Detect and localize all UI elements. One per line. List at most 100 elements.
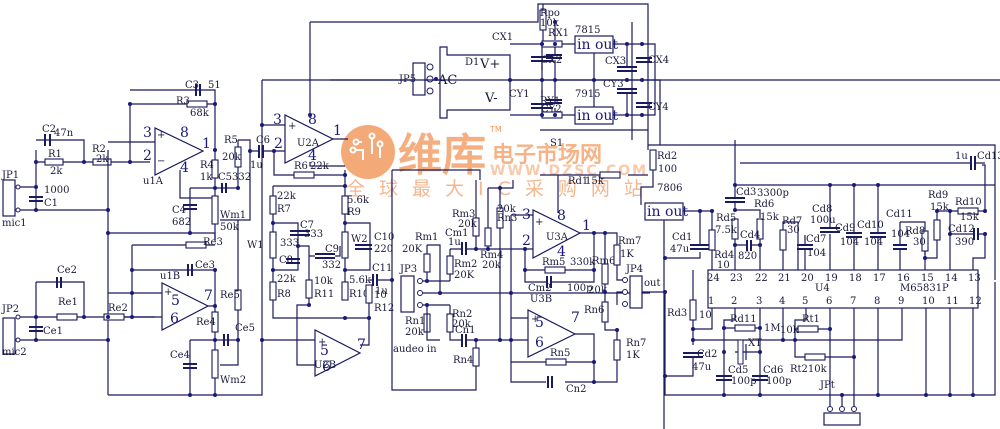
rm1-label: Rm1 [415, 232, 438, 243]
u4-pin-12: 12 [969, 296, 982, 307]
u2a-pin-1: 1 [333, 123, 342, 139]
rt2-resistor [804, 353, 826, 361]
u1a-pin-3: 3 [143, 125, 152, 141]
u3b-label: U3B [530, 294, 552, 305]
cd11-label: Cd11 [886, 209, 913, 220]
r3-label: R3 [176, 96, 190, 107]
rd2-value: 100 [658, 164, 677, 175]
rd1-resistor [599, 171, 621, 179]
u1b-pin-5: 5 [171, 293, 180, 309]
svg-text:+: + [157, 130, 165, 141]
ry1-resistor [541, 111, 563, 119]
cd13-label: Cd13 [977, 151, 1000, 162]
rn5-resistor [545, 358, 567, 366]
cd6-label: Cd6 [763, 365, 783, 376]
rm4-label: Rm4 [480, 250, 503, 261]
rn3-label: Rn3 [497, 213, 517, 224]
u1a-opamp [154, 127, 205, 176]
w2-potentiometer[interactable] [341, 231, 349, 259]
u3a-pin-4: 4 [557, 244, 566, 260]
jp3-connector[interactable] [400, 275, 415, 313]
watermark-logo-circuit-icon [349, 132, 384, 160]
cd1-label: Cd1 [672, 232, 692, 243]
u4-pin-16: 16 [897, 273, 910, 284]
rm5-resistor [544, 266, 566, 274]
u2b-pin-7: 7 [357, 337, 366, 353]
r10-resistor [341, 281, 349, 301]
jp5-connector[interactable] [412, 62, 426, 96]
c10-value: 220 [374, 244, 393, 255]
cm1-value: 1u [448, 237, 461, 248]
rn7-label: Rn7 [626, 338, 646, 349]
rm5-label: Rm5 [542, 257, 565, 268]
u3a-pin-2: 2 [522, 233, 531, 249]
cd8-label: Cd8 [812, 204, 832, 215]
rd3-label: Rd3 [667, 308, 687, 319]
ce2-label: Ce2 [57, 265, 77, 276]
cy2-label: CY2 [541, 104, 562, 115]
re3-label: Re3 [203, 237, 223, 248]
u3b-opamp [527, 309, 577, 358]
xt-crystal [737, 339, 744, 365]
wm2-potentiometer[interactable] [211, 349, 219, 379]
u4-pin-22: 22 [755, 273, 768, 284]
rd4-resistor [708, 229, 716, 251]
u3b-pin-5: 5 [535, 315, 544, 331]
cn2-label: Cn2 [566, 384, 586, 395]
cx3-label: CX3 [605, 56, 626, 67]
cd4-value: 820 [738, 251, 757, 262]
ry1-label: RY1 [540, 96, 560, 107]
jp3-label: JP3 [399, 264, 417, 275]
rm2-label: Rm2 [454, 259, 477, 270]
u4-pin-4: 4 [779, 296, 785, 307]
jp2-connector[interactable] [2, 317, 16, 355]
wm1-potentiometer[interactable] [211, 195, 219, 225]
jp1-connector[interactable] [2, 179, 16, 217]
rd2-label: Rd2 [657, 151, 677, 162]
c11-value: 1u [375, 286, 388, 297]
u4-pin-7: 7 [850, 296, 856, 307]
rn1-value: 20k [405, 327, 425, 338]
re4-label: Re4 [196, 317, 216, 328]
ce4-label: Ce4 [170, 350, 190, 361]
rm3-label: Rm3 [452, 209, 475, 220]
c3-value: 51 [208, 80, 221, 91]
cd7-value: 104 [807, 248, 826, 259]
reg-7815-pins: in out [577, 37, 618, 53]
rm6-resistor [601, 263, 609, 285]
u4-pin-13: 13 [968, 273, 981, 284]
u2a-pin-2: 2 [274, 136, 283, 152]
w2-label: W2 [351, 234, 368, 245]
rd10-value: 15k [960, 212, 980, 223]
jp4-connector[interactable] [629, 275, 643, 309]
rn4-resistor [472, 347, 480, 367]
rn4-label: Rn4 [453, 355, 473, 366]
rd5-value: 7.5k [715, 225, 738, 236]
u1b-label: u1B [160, 271, 180, 282]
d1-vminus: V- [484, 91, 498, 106]
c1-value: 1000 [44, 185, 69, 196]
c10-label: C10 [374, 232, 394, 243]
c6-label: C6 [256, 135, 270, 146]
u3b-pin-7: 7 [571, 310, 580, 326]
rd6-value: 15k [760, 212, 780, 223]
mixer-stage: Rd1 15k JP3 audeo in Rm1 20K Rn1 20k Rm2… [391, 169, 665, 395]
w1-potentiometer[interactable] [269, 231, 277, 259]
u3a-opamp [532, 209, 582, 259]
rn5-label: Rn5 [550, 348, 570, 359]
rm4-value: 20k [482, 260, 502, 271]
u4-pin-1: 1 [708, 296, 714, 307]
rn2-label: Rn2 [452, 309, 472, 320]
reg-7815-label: 7815 [575, 25, 600, 36]
u3a-pin-1: 1 [582, 218, 591, 234]
jpt-connector[interactable] [823, 412, 861, 426]
cd11-value: 104 [891, 229, 910, 240]
r12-resistor [365, 284, 373, 304]
power-supply: JP5 AC D1 V+ V- CX1 CY1 CX2 CY2 Rpo 10k … [330, 4, 1000, 149]
rn7-resistor [613, 339, 621, 361]
u4-pin-10: 10 [922, 296, 935, 307]
r7-label: R7 [277, 204, 291, 215]
svg-text:−: − [157, 156, 165, 167]
rd7-resistor [779, 229, 787, 251]
